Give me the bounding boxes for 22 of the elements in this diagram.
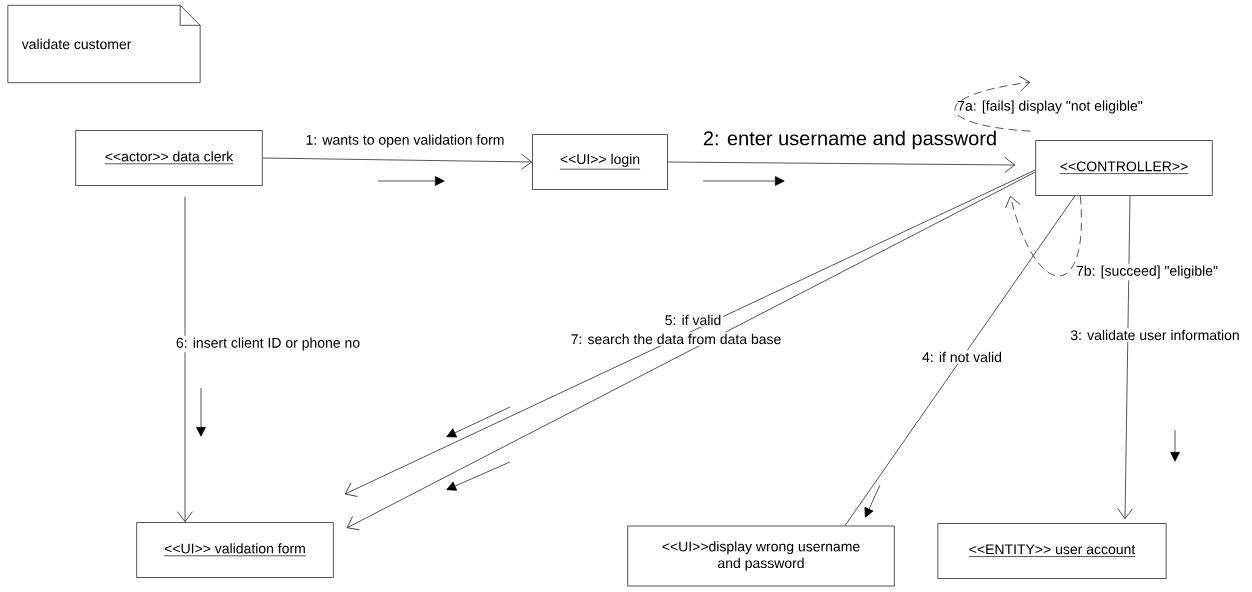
- edge-label: 2: enter username and password: [703, 130, 996, 150]
- message-arrow: [262, 154, 532, 170]
- object-box: <<UI>> validation form: [136, 522, 334, 578]
- object-box: <<ENTITY>> user account: [937, 523, 1167, 579]
- object-box: <<CONTROLLER>>: [1035, 140, 1213, 196]
- edge-label: 4: if not valid: [920, 350, 1004, 364]
- edge-label: 7: search the data from data base: [569, 332, 783, 346]
- object-box: <<UI>>display wrong username and password: [627, 525, 895, 587]
- edge-label: 3: validate user information: [1068, 328, 1242, 342]
- note-box: validate customer: [7, 5, 201, 83]
- message-arrow: [1005, 195, 1082, 277]
- edge-label: 5: if valid: [663, 313, 723, 327]
- object-box: <<actor>> data clerk: [75, 130, 263, 186]
- edge-label: 6: insert client ID or phone no: [174, 335, 362, 353]
- edge-label: 7a: [fails] display "not eligible": [957, 100, 1143, 114]
- object-box: <<UI>> login: [532, 134, 668, 190]
- message-arrow: [1117, 195, 1133, 519]
- message-arrow: [177, 196, 193, 522]
- message-arrow: [954, 75, 1031, 132]
- message-arrow: [667, 157, 1016, 173]
- edge-label: 7b: [succeed] "eligible": [1074, 263, 1220, 281]
- edge-label: 1: wants to open validation form: [306, 134, 504, 148]
